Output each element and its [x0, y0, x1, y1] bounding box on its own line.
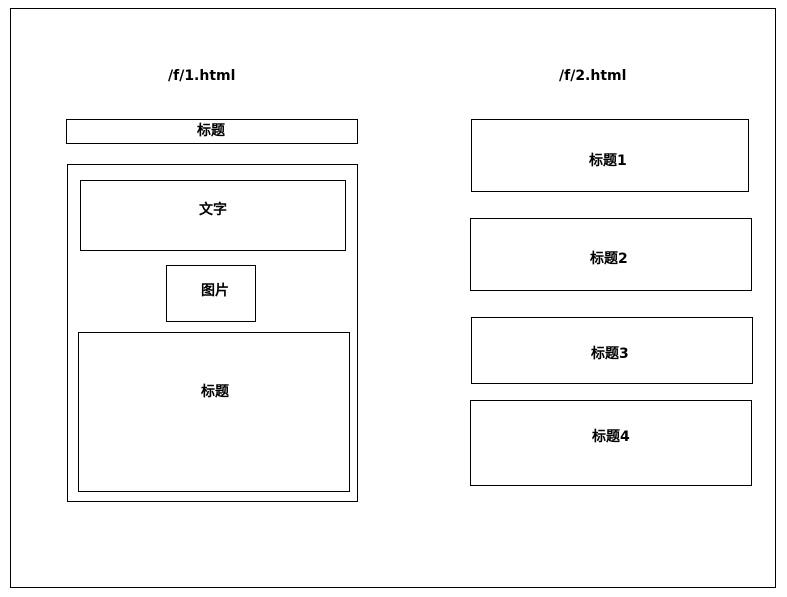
right-item-box-4: 标题4: [470, 400, 752, 486]
left-content-container: 文字 图片 标题: [67, 164, 358, 502]
image-box: 图片: [166, 265, 256, 322]
right-item-label-2: 标题2: [590, 251, 628, 267]
right-item-label-3: 标题3: [591, 346, 629, 362]
right-item-label-1: 标题1: [589, 153, 627, 169]
right-item-label-4: 标题4: [592, 429, 630, 445]
bottom-title-box: 标题: [78, 332, 350, 492]
right-item-box-1: 标题1: [471, 119, 749, 192]
image-box-label: 图片: [201, 283, 229, 299]
diagram-frame: [10, 8, 776, 588]
text-box-label: 文字: [199, 202, 227, 218]
left-page-path: /f/1.html: [168, 68, 236, 84]
right-item-box-2: 标题2: [470, 218, 752, 291]
right-page-path: /f/2.html: [559, 68, 627, 84]
left-header-label: 标题: [197, 123, 225, 139]
bottom-title-label: 标题: [201, 384, 229, 400]
left-header-box: 标题: [66, 119, 358, 144]
text-box: 文字: [80, 180, 346, 251]
right-item-box-3: 标题3: [471, 317, 753, 384]
